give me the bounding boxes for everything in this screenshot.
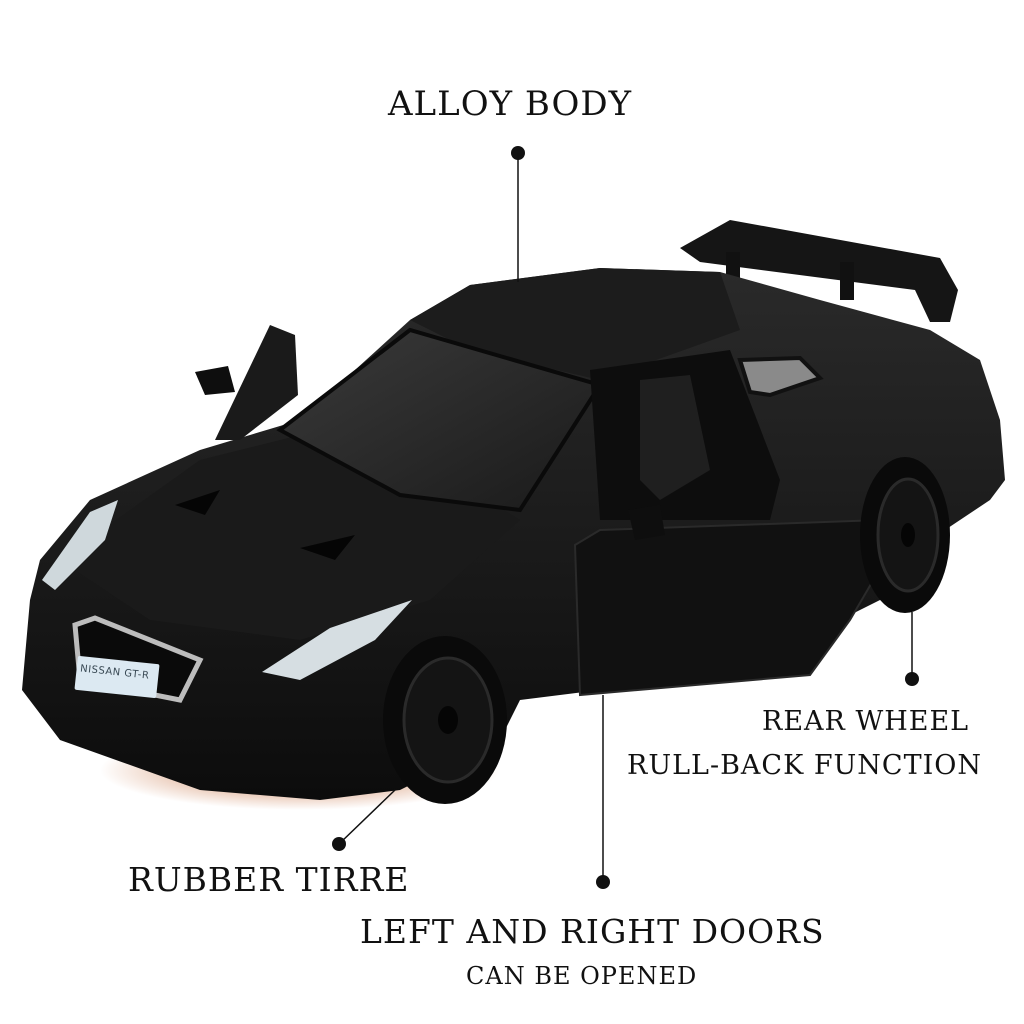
callout-rear-wheel-pointer bbox=[905, 612, 919, 686]
side-mirror bbox=[628, 505, 665, 540]
rear-spoiler bbox=[680, 220, 958, 322]
headlight-right bbox=[262, 600, 412, 680]
headlight-left bbox=[42, 500, 118, 590]
rear-wheel-label-line1: REAR WHEEL bbox=[762, 706, 970, 737]
callout-doors-pointer bbox=[596, 695, 610, 889]
doors-label-line2: CAN BE OPENED bbox=[466, 962, 698, 990]
left-mirror bbox=[195, 366, 235, 395]
open-door-left bbox=[215, 325, 298, 440]
windshield bbox=[276, 327, 604, 513]
license-plate bbox=[74, 656, 160, 698]
callout-alloy-pointer bbox=[511, 146, 525, 282]
rear-wheel-label-line2: RULL-BACK FUNCTION bbox=[627, 750, 983, 781]
alloy-body-label: ALLOY BODY bbox=[388, 84, 633, 124]
open-door-right bbox=[573, 518, 887, 697]
front-wheel bbox=[383, 636, 507, 804]
callout-rubber-pointer bbox=[332, 789, 396, 851]
rear-window bbox=[737, 355, 824, 398]
seat bbox=[640, 375, 710, 500]
rubber-tire-label: RUBBER TIRRE bbox=[128, 860, 410, 899]
doors-label-line1: LEFT AND RIGHT DOORS bbox=[360, 912, 825, 951]
rear-wheel bbox=[860, 457, 950, 613]
